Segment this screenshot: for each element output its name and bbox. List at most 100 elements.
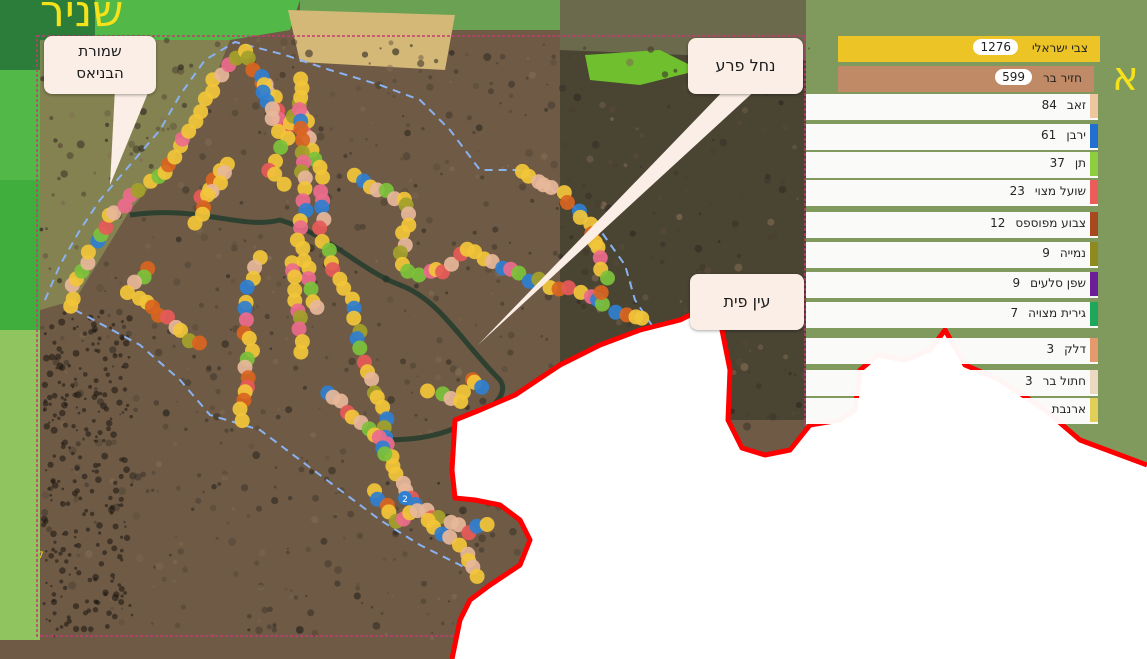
observation-dot[interactable] (444, 256, 459, 272)
observation-dot[interactable] (377, 446, 393, 462)
observation-dot[interactable] (293, 344, 309, 360)
terrain-texture-dot (459, 318, 463, 322)
observation-dot[interactable] (80, 244, 96, 260)
observation-dot[interactable] (634, 310, 650, 326)
observation-dot[interactable] (411, 267, 427, 283)
observation-dot[interactable] (401, 206, 416, 222)
observation-dot[interactable] (346, 310, 362, 326)
observation-dot[interactable] (293, 89, 309, 105)
observation-dot[interactable] (287, 282, 303, 298)
observation-dot[interactable] (420, 383, 435, 399)
observation-dot[interactable] (295, 132, 311, 148)
observation-dot[interactable] (187, 215, 203, 231)
observation-dot[interactable] (352, 340, 368, 356)
terrain-texture-dot (128, 140, 136, 148)
observation-dot[interactable] (600, 270, 615, 286)
observation-dot[interactable] (287, 269, 303, 285)
observation-dot[interactable] (297, 170, 313, 186)
observation-dot[interactable] (241, 330, 257, 346)
observation-dot[interactable] (127, 274, 142, 290)
camera-trap-observations (63, 43, 650, 584)
observation-dot[interactable] (314, 199, 330, 215)
observation-dot[interactable] (543, 180, 559, 195)
terrain-texture-dot (175, 535, 178, 538)
observation-dot[interactable] (474, 379, 490, 395)
observation-dot[interactable] (592, 250, 608, 266)
observation-dot[interactable] (205, 83, 221, 99)
terrain-texture-dot (387, 91, 391, 95)
terrain-texture-dot (300, 456, 304, 459)
observation-dot[interactable] (119, 285, 135, 301)
terrain-texture-dot (361, 51, 369, 58)
observation-dot[interactable] (193, 104, 209, 120)
observation-dot[interactable] (409, 503, 425, 519)
legend-label: ארנבת (1051, 402, 1086, 416)
observation-dot[interactable] (273, 139, 289, 155)
observation-dot[interactable] (561, 280, 576, 296)
observation-dot[interactable] (309, 299, 325, 315)
observation-dot[interactable] (293, 220, 309, 236)
observation-dot[interactable] (593, 285, 609, 301)
observation-dot[interactable] (247, 259, 263, 275)
observation-dot[interactable] (65, 291, 81, 307)
observation-dot[interactable] (98, 219, 114, 235)
terrain-texture-dot (285, 406, 293, 414)
observation-dot[interactable] (200, 187, 216, 203)
observation-dot[interactable] (400, 263, 416, 279)
observation-dot[interactable] (191, 335, 207, 351)
observation-dot[interactable] (292, 310, 308, 325)
observation-dot[interactable] (392, 245, 408, 261)
observation-dot[interactable] (106, 205, 122, 221)
observation-dot[interactable] (267, 166, 283, 182)
observation-dot[interactable] (264, 111, 280, 126)
observation-dot[interactable] (594, 296, 610, 312)
numbered-marker[interactable] (398, 491, 412, 505)
observation-dot[interactable] (173, 322, 188, 338)
observation-dot[interactable] (375, 399, 391, 415)
terrain-texture-dot (173, 442, 178, 447)
observation-dot[interactable] (239, 279, 255, 295)
terrain-texture-dot (184, 261, 191, 269)
observation-dot[interactable] (292, 102, 307, 118)
observation-dot[interactable] (312, 220, 328, 236)
observation-dot[interactable] (291, 321, 307, 337)
observation-dot[interactable] (333, 393, 349, 409)
vegetation-dot (68, 573, 71, 576)
observation-dot[interactable] (167, 149, 183, 165)
terrain-texture-dot (387, 396, 395, 404)
observation-dot[interactable] (455, 384, 471, 400)
terrain-texture-dot (613, 260, 620, 267)
observation-dot[interactable] (130, 183, 146, 198)
observation-dot[interactable] (276, 176, 292, 192)
terrain-texture-dot (354, 270, 358, 274)
observation-dot[interactable] (559, 195, 575, 210)
observation-dot[interactable] (237, 300, 253, 316)
observation-dot[interactable] (451, 517, 466, 533)
observation-dot[interactable] (301, 260, 317, 276)
observation-dot[interactable] (511, 265, 527, 281)
observation-dot[interactable] (364, 371, 380, 387)
observation-dot[interactable] (303, 281, 319, 297)
observation-dot[interactable] (240, 50, 256, 66)
observation-dot[interactable] (315, 169, 331, 185)
observation-dot[interactable] (295, 240, 311, 256)
observation-dot[interactable] (321, 242, 337, 258)
vegetation-dot (58, 551, 63, 556)
observation-dot[interactable] (293, 120, 309, 136)
observation-dot[interactable] (160, 309, 175, 325)
terrain-texture-dot (783, 368, 787, 373)
terrain-texture-dot (433, 163, 441, 171)
vegetation-dot (52, 340, 57, 345)
observation-dot[interactable] (479, 517, 495, 532)
observation-dot[interactable] (395, 225, 411, 241)
observation-dot[interactable] (232, 401, 248, 417)
observation-dot[interactable] (234, 413, 250, 429)
observation-dot[interactable] (80, 255, 96, 271)
terrain-texture-dot (49, 116, 54, 120)
observation-dot[interactable] (297, 181, 313, 197)
observation-dot[interactable] (238, 312, 254, 328)
observation-dot[interactable] (469, 568, 485, 584)
observation-dot[interactable] (336, 280, 352, 296)
